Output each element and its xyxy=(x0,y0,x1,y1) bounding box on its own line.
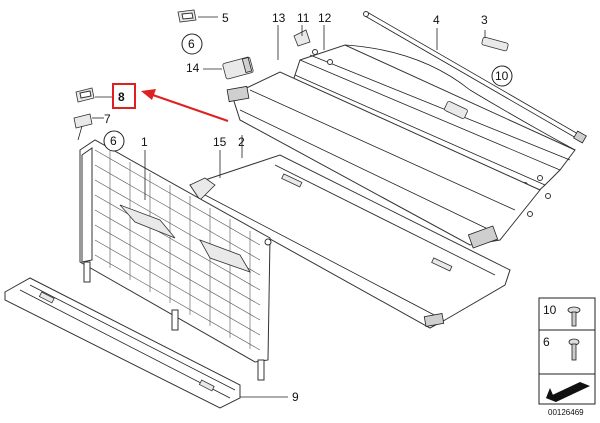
svg-text:10: 10 xyxy=(495,69,509,83)
label-1: 1 xyxy=(141,135,148,149)
part-rod-4[interactable] xyxy=(363,11,587,144)
leader-lines xyxy=(92,16,486,398)
highlight-arrow-line xyxy=(149,93,229,122)
part-floor-panel-15[interactable] xyxy=(189,154,511,329)
highlight-callout xyxy=(112,83,229,122)
label-3: 3 xyxy=(481,13,488,27)
screw-legend: 10 6 xyxy=(538,297,596,405)
circle-label-10: 10 xyxy=(491,65,513,87)
label-11: 11 xyxy=(297,11,310,25)
label-9: 9 xyxy=(292,390,299,404)
svg-text:6: 6 xyxy=(110,134,117,148)
net-mesh xyxy=(94,149,261,351)
screw-6-icon xyxy=(568,338,580,361)
label-5: 5 xyxy=(222,11,229,25)
label-14: 14 xyxy=(186,61,200,75)
part-labels: 5 14 8 7 1 2 15 13 11 12 4 3 9 xyxy=(104,11,488,404)
label-13: 13 xyxy=(272,11,286,25)
diagram-code: 00126469 xyxy=(548,408,584,417)
orientation-arrow-icon xyxy=(546,382,590,402)
part-partition-net-1[interactable] xyxy=(79,139,272,381)
screw-10-icon xyxy=(567,306,581,327)
label-4: 4 xyxy=(433,13,440,27)
part-bracket-14[interactable] xyxy=(222,56,254,80)
part-clip-7[interactable] xyxy=(73,113,93,141)
circle-label-6-top: 6 xyxy=(181,33,203,55)
label-15: 15 xyxy=(213,135,227,149)
legend-label-10: 10 xyxy=(543,303,557,317)
label-12: 12 xyxy=(318,11,332,25)
part-clip-3[interactable] xyxy=(481,36,509,52)
part-clip-8[interactable] xyxy=(75,87,95,103)
highlight-box xyxy=(112,83,136,109)
part-floor-strip-9[interactable] xyxy=(4,277,241,409)
label-8: 8 xyxy=(118,90,125,104)
circle-label-6-left: 6 xyxy=(103,130,125,152)
legend-label-6: 6 xyxy=(543,335,550,349)
label-2: 2 xyxy=(238,135,245,149)
highlight-arrow-head xyxy=(141,89,156,100)
part-cargo-blind-2[interactable] xyxy=(226,71,541,249)
label-7: 7 xyxy=(104,112,111,126)
legend-cell-6 xyxy=(538,329,596,375)
svg-text:6: 6 xyxy=(188,37,195,51)
part-clip-5[interactable] xyxy=(177,9,197,23)
